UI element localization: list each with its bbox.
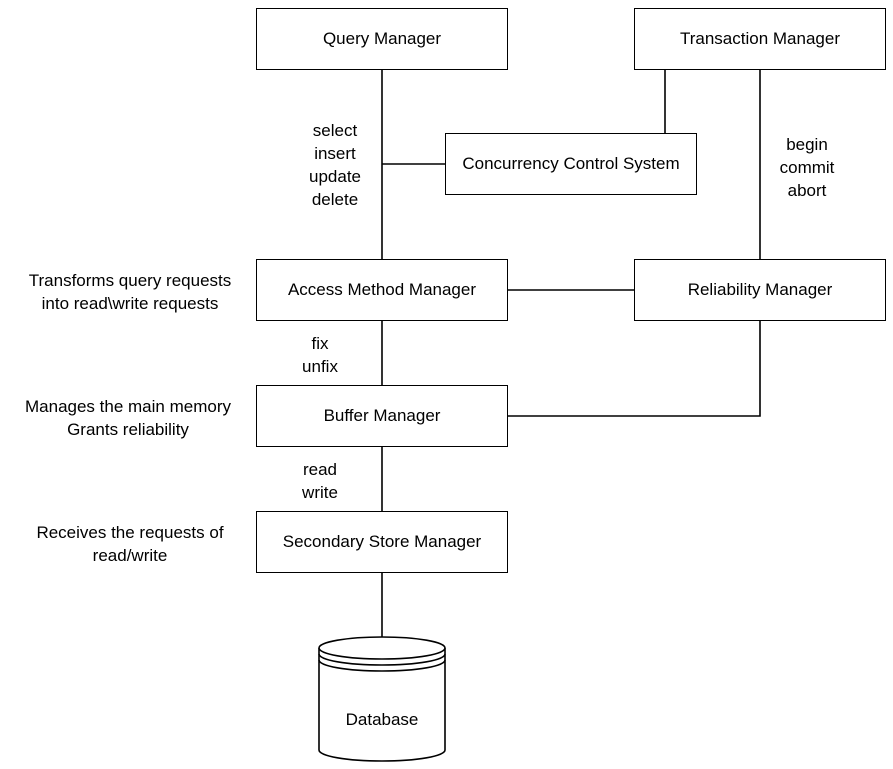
- reliability-manager-box: Reliability Manager: [634, 259, 886, 321]
- reliability-manager-label: Reliability Manager: [687, 280, 833, 299]
- op-read: read: [302, 460, 338, 479]
- access-method-annotation: Transforms query requests into read\writ…: [10, 269, 250, 315]
- op-update: update: [309, 167, 361, 186]
- query-manager-label: Query Manager: [322, 29, 442, 48]
- transaction-manager-box: Transaction Manager: [634, 8, 886, 70]
- op-select: select: [312, 121, 358, 140]
- op-write: write: [302, 483, 338, 502]
- secondary-store-annotation-line-1: Receives the requests of: [36, 523, 224, 542]
- access-method-annotation-line-2: into read\write requests: [41, 294, 219, 313]
- op-delete: delete: [311, 190, 359, 209]
- buffer-annotation-line-1: Manages the main memory: [25, 397, 231, 416]
- op-unfix: unfix: [302, 357, 338, 376]
- buffer-manager-label: Buffer Manager: [323, 406, 441, 425]
- op-fix: fix: [311, 334, 329, 353]
- concurrency-control-label: Concurrency Control System: [462, 154, 680, 173]
- access-method-manager-box: Access Method Manager: [256, 259, 508, 321]
- buffer-annotation-line-2: Grants reliability: [67, 420, 189, 439]
- secondary-store-annotation-line-2: read/write: [92, 546, 168, 565]
- access-method-manager-label: Access Method Manager: [287, 280, 477, 299]
- op-abort: abort: [787, 181, 827, 200]
- edge-reliability-to-buffer: [508, 321, 761, 417]
- secondary-store-annotation: Receives the requests of read/write: [10, 521, 250, 567]
- transaction-ops-label: begin commit abort: [772, 133, 842, 202]
- op-commit: commit: [779, 158, 835, 177]
- op-begin: begin: [786, 135, 828, 154]
- concurrency-control-box: Concurrency Control System: [445, 133, 697, 195]
- io-ops-label: read write: [290, 458, 350, 504]
- database-label: Database: [345, 710, 419, 729]
- buffer-annotation: Manages the main memory Grants reliabili…: [8, 395, 248, 441]
- buffer-ops-label: fix unfix: [290, 332, 350, 378]
- query-ops-label: select insert update delete: [300, 119, 370, 211]
- buffer-manager-box: Buffer Manager: [256, 385, 508, 447]
- query-manager-box: Query Manager: [256, 8, 508, 70]
- database-cylinder-icon: [318, 636, 446, 762]
- secondary-store-manager-box: Secondary Store Manager: [256, 511, 508, 573]
- op-insert: insert: [314, 144, 356, 163]
- secondary-store-manager-label: Secondary Store Manager: [282, 532, 482, 551]
- access-method-annotation-line-1: Transforms query requests: [28, 271, 232, 290]
- transaction-manager-label: Transaction Manager: [679, 29, 840, 48]
